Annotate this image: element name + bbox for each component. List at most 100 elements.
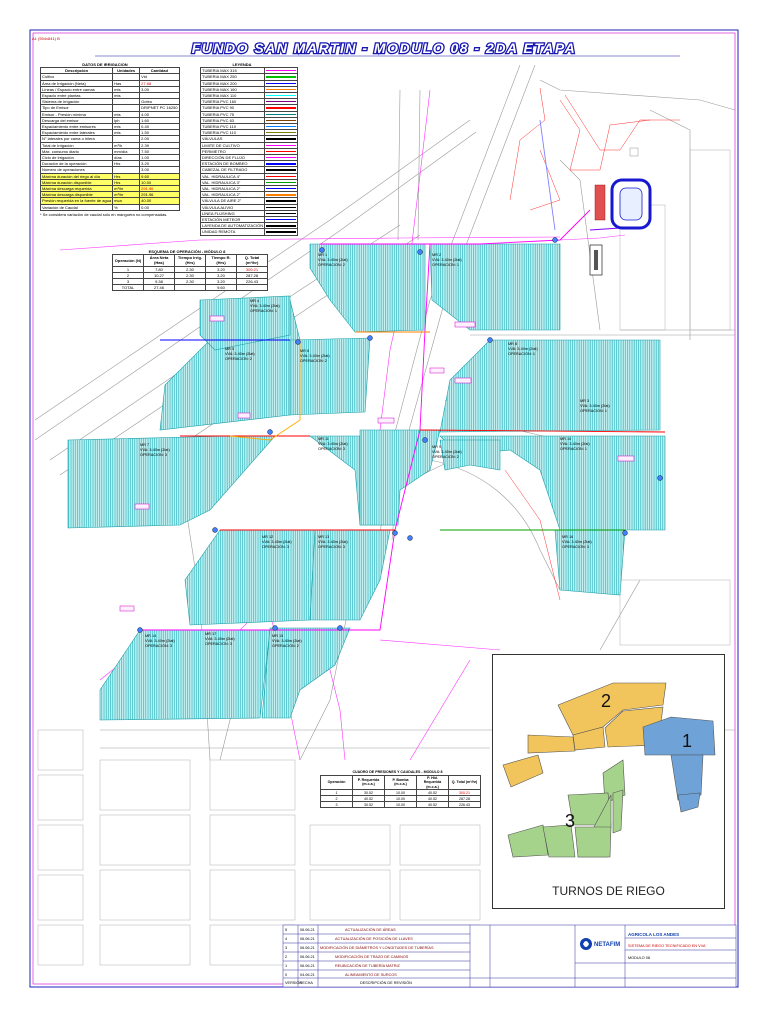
- legend-row: TUBERIA MAX 110: [199, 91, 299, 100]
- svg-text:06.06.21: 06.06.21: [300, 946, 315, 950]
- irrigation-fields: [67, 243, 666, 721]
- sector-label-mr-5: MR 5: [225, 347, 234, 351]
- sector-label-mr-8: MR 8: [508, 342, 517, 346]
- sector-label-mr-1: MR 1: [318, 253, 327, 257]
- svg-text:MODIFICACIÓN DE DIÁMETROS Y LO: MODIFICACIÓN DE DIÁMETROS Y LONGITUDES D…: [320, 945, 434, 950]
- svg-text:OPERACION: 3: OPERACION: 3: [318, 447, 345, 451]
- sheet-name: MODULO 08: [628, 956, 650, 960]
- svg-text:VERSIÓN: VERSIÓN: [285, 980, 302, 985]
- svg-text:OPERACION: 1: OPERACION: 1: [508, 352, 535, 356]
- legend-row: TUBERIA PVC 63: [199, 116, 299, 125]
- svg-text:4: 4: [285, 937, 287, 941]
- svg-text:OPERACION: 2: OPERACION: 2: [225, 357, 252, 361]
- svg-text:OPERACION: 3: OPERACION: 3: [205, 642, 232, 646]
- field-mr-4: [199, 295, 291, 351]
- svg-text:0: 0: [285, 973, 287, 977]
- legend-swatch: [264, 73, 299, 81]
- sector-label-mr-16: MR 16: [562, 535, 573, 539]
- turno-1-block: [677, 792, 701, 813]
- svg-text:OPERACION: 1: OPERACION: 1: [580, 409, 607, 413]
- legend-row: TUBERIA PVC 90: [199, 104, 299, 112]
- turno-label-1: 1: [682, 731, 692, 751]
- svg-text:OPERACION: 3: OPERACION: 3: [562, 545, 589, 549]
- sector-label-mr-7: MR 7: [140, 443, 149, 447]
- svg-text:06.06.21: 06.06.21: [300, 964, 315, 968]
- svg-text:VVA: 3.40m (2lat): VVA: 3.40m (2lat): [432, 258, 462, 262]
- svg-text:VVA: 3.40m (2lat): VVA: 3.40m (2lat): [508, 347, 538, 351]
- svg-text:ACTUALIZACIÓN DE ÁREAS: ACTUALIZACIÓN DE ÁREAS: [345, 927, 396, 932]
- svg-text:REUBICACIÓN DE TUBERÍA MATRIZ: REUBICACIÓN DE TUBERÍA MATRIZ: [335, 963, 401, 968]
- sector-label-mr-2: MR 2: [432, 253, 441, 257]
- turno-1-block: [642, 716, 716, 756]
- turno-label-3: 3: [565, 811, 575, 831]
- turno-label-2: 2: [601, 691, 611, 711]
- project-name: SISTEMA DE RIEGO TECNIFICADO EN VVA: [628, 944, 706, 948]
- automation-tags: [119, 315, 635, 612]
- svg-text:OPERACION: 1: OPERACION: 1: [250, 309, 277, 313]
- svg-text:OPERACION: 3: OPERACION: 3: [318, 545, 345, 549]
- svg-text:VVA: 3.40m (2lat): VVA: 3.40m (2lat): [318, 442, 348, 446]
- field-mr-15: [261, 627, 351, 719]
- svg-text:06.06.21: 06.06.21: [300, 955, 315, 959]
- svg-text:5: 5: [285, 928, 287, 932]
- legend-swatch: [264, 98, 299, 106]
- legend-swatch: [264, 67, 299, 75]
- svg-text:2: 2: [285, 955, 287, 959]
- legend-row: TUBERIA MAX 160: [199, 85, 299, 94]
- svg-text:VVA: 3.40m (2lat): VVA: 3.40m (2lat): [225, 352, 255, 356]
- legend-swatch: [264, 116, 299, 125]
- svg-text:06.06.21: 06.06.21: [300, 928, 315, 932]
- legend-row: TUBERIA PVC 75: [199, 110, 299, 118]
- svg-text:OPERACION: 3: OPERACION: 3: [140, 453, 167, 457]
- sector-label-mr-15: MR 15: [272, 634, 283, 638]
- company-name: NETAFIM: [594, 942, 620, 948]
- irrigation-data-row: Variación de Caudal%0.00: [39, 203, 180, 211]
- corner-ref: A1 (594x841) B: [32, 36, 60, 41]
- operation-scheme-title: ESQUEMA DE OPERACIÓN - MÓDULO 8: [148, 249, 226, 254]
- svg-text:MODIFICACIÓN DE TRAZO DE CAMIN: MODIFICACIÓN DE TRAZO DE CAMINOS: [335, 954, 409, 959]
- svg-text:VVA: 3.40m (2lat): VVA: 3.40m (2lat): [250, 304, 280, 308]
- field-mr-8: [439, 339, 661, 433]
- legend-row: TUBERIA PVC 110: [199, 123, 299, 131]
- legend-row: TUBERIA MAX 315: [199, 67, 299, 75]
- turnos-title: TURNOS DE RIEGO: [552, 884, 665, 898]
- netafim-logo: [580, 938, 592, 950]
- turno-1-block: [670, 754, 704, 801]
- sector-label-mr-3: MR 3: [580, 399, 589, 403]
- svg-text:04.06.21: 04.06.21: [300, 973, 315, 977]
- svg-text:OPERACION: 2: OPERACION: 2: [318, 263, 345, 267]
- sector-label-mr-11: MR 11: [318, 437, 329, 441]
- legend-swatch: [264, 228, 299, 236]
- svg-text:VVA: 3.40m (2lat): VVA: 3.40m (2lat): [580, 404, 610, 408]
- turno-3-block: [507, 824, 549, 858]
- turno-2-block: [527, 734, 576, 754]
- turno-3-block: [542, 824, 576, 858]
- svg-text:OPERACION: 1: OPERACION: 1: [432, 263, 459, 267]
- valve-markers: [137, 237, 663, 633]
- sector-label-mr-13: MR 13: [318, 535, 329, 539]
- svg-text:1: 1: [285, 964, 287, 968]
- plan-title: FUNDO SAN MARTIN - MODULO 08 - 2DA ETAPA: [192, 40, 577, 56]
- svg-text:VVA: 3.40m (2lat): VVA: 3.40m (2lat): [318, 540, 348, 544]
- svg-text:OPERACION: 2: OPERACION: 2: [300, 359, 327, 363]
- legend-title: LEYENDA: [232, 62, 252, 67]
- svg-text:VVA: 3.40m (2lat): VVA: 3.40m (2lat): [432, 450, 462, 454]
- svg-text:FECHA: FECHA: [300, 981, 313, 985]
- legend-swatch: [264, 110, 299, 118]
- pumping-station: [589, 147, 652, 276]
- field-mr-14: [99, 629, 271, 721]
- svg-text:06.06.21: 06.06.21: [300, 937, 315, 941]
